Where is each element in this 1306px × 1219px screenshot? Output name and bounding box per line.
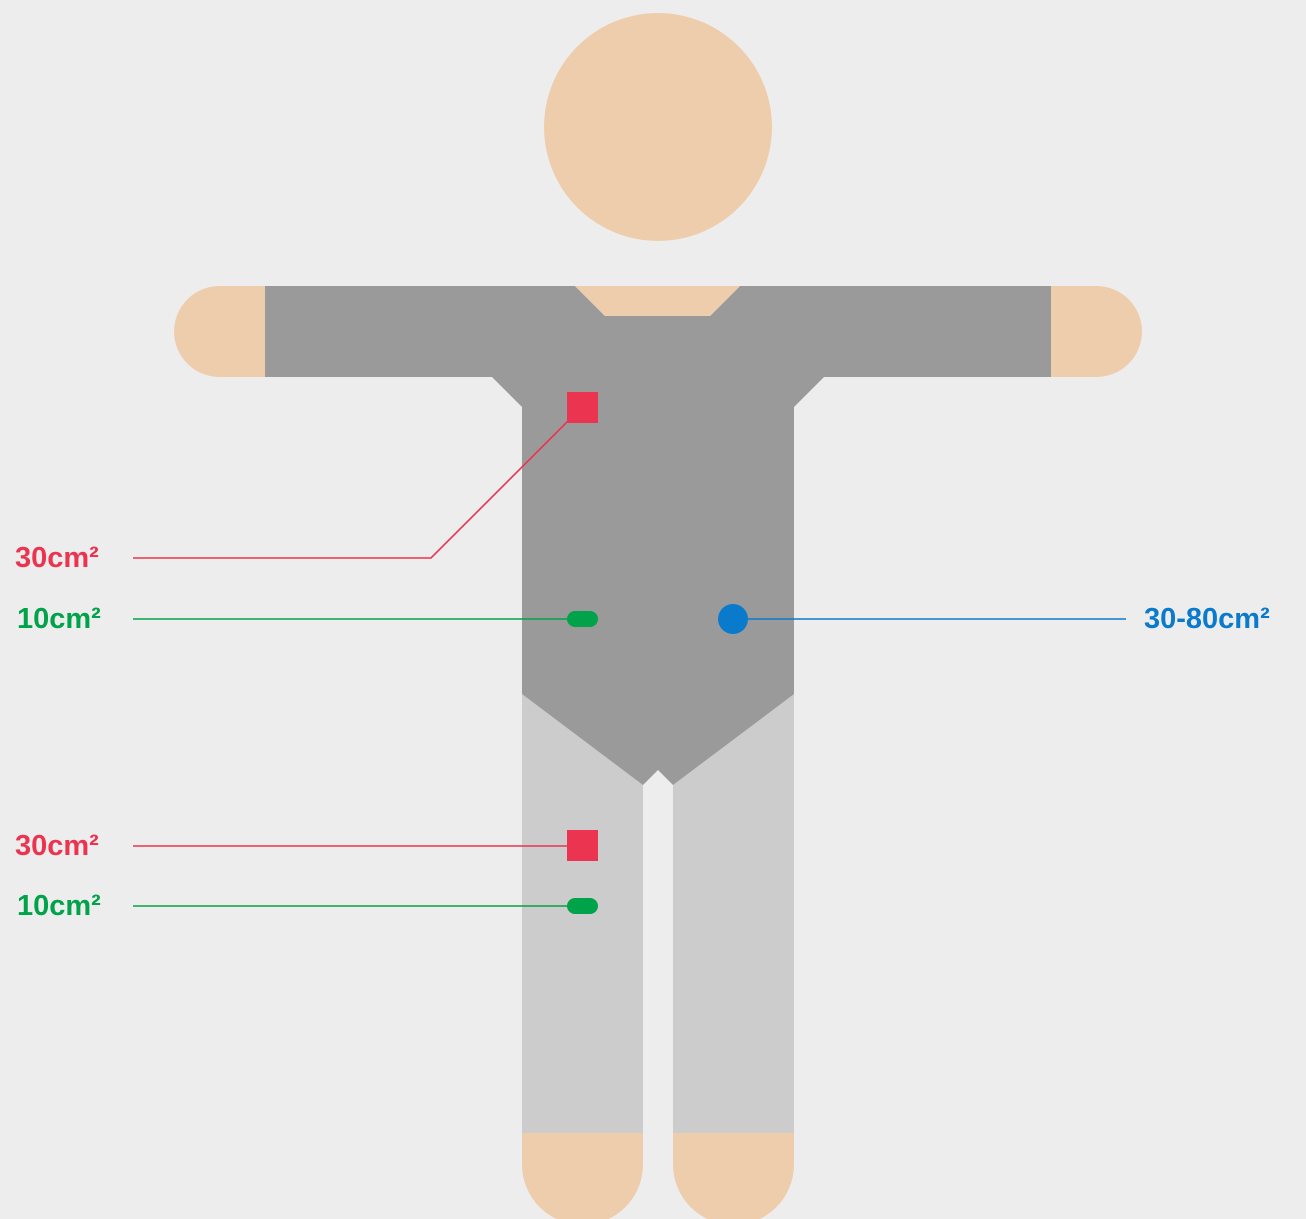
thigh-small-label: 10cm²	[17, 889, 101, 923]
abdomen-small-label: 10cm²	[17, 602, 101, 636]
chest-square-leader-line	[133, 420, 569, 558]
chest-square-label: 30cm²	[15, 541, 99, 575]
abdomen-circle-label: 30-80cm²	[1144, 602, 1270, 636]
head	[544, 13, 772, 241]
abdomen-circle-marker	[718, 604, 748, 634]
chest-square-marker	[567, 392, 598, 423]
shirt	[265, 286, 1051, 785]
thigh-square-marker	[567, 830, 598, 861]
thigh-square-label: 30cm²	[15, 829, 99, 863]
thigh-small-marker	[567, 898, 598, 914]
abdomen-small-marker	[567, 611, 598, 627]
